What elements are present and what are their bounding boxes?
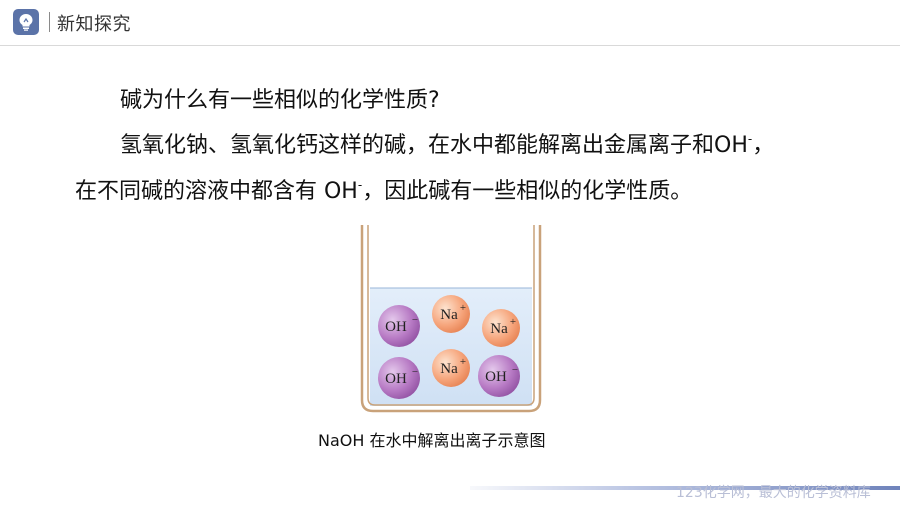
beaker-diagram: OH−Na+Na+OH−Na+OH− [360,225,542,413]
ion-label: OH [385,371,407,387]
ion-charge: + [460,302,466,314]
hydroxide-charge: - [747,132,753,146]
explanation-line-2-text: 在不同碱的溶液中都含有 OH [75,179,358,204]
watermark: 123化学网，最大的化学资料库 [676,485,871,501]
sodium-ion-sphere [432,349,470,387]
hydroxide-ion-sphere [478,355,520,397]
ion-charge: + [460,356,466,368]
figure-caption: NaOH 在水中解离出离子示意图 [318,431,546,450]
ion-charge: − [512,364,518,376]
ion-charge: + [510,316,516,328]
hydroxide-charge: - [357,178,363,192]
hydroxide-ion: OH− [378,305,420,347]
ion-label: Na [440,361,458,377]
ion-label: OH [485,369,507,385]
explanation-line-2: 在不同碱的溶液中都含有 OH-，因此碱有一些相似的化学性质。 [75,177,692,207]
beaker-wall-inner [367,225,535,406]
header-divider [0,45,900,46]
hydroxide-ion: OH− [378,357,420,399]
ion-charge: − [412,366,418,378]
explanation-line-2-end: ，因此碱有一些相似的化学性质。 [362,179,693,204]
question-text: 碱为什么有一些相似的化学性质? [120,88,440,113]
header-separator [49,12,50,32]
ion-label: Na [440,307,458,323]
sodium-ion: Na+ [432,295,470,333]
sodium-ion-sphere [482,309,520,347]
explanation-line-1-text: 氢氧化钠、氢氧化钙这样的碱，在水中都能解离出金属离子和OH [120,133,748,158]
sodium-ion: Na+ [482,309,520,347]
explanation-line-1: 氢氧化钠、氢氧化钙这样的碱，在水中都能解离出金属离子和OH-， [120,131,774,161]
beaker-wall [360,225,542,413]
lightbulb-icon [13,9,39,35]
ion-label: OH [385,319,407,335]
sodium-ion-sphere [432,295,470,333]
footer-accent-line [470,486,900,490]
ion-charge: − [412,314,418,326]
section-title: 新知探究 [57,14,131,35]
header-bar: 新知探究 [0,0,900,46]
hydroxide-ion-sphere [378,305,420,347]
explanation-line-1-end: ， [752,133,775,158]
ion-label: Na [490,321,508,337]
sodium-ion: Na+ [432,349,470,387]
hydroxide-ion: OH− [478,355,520,397]
hydroxide-ion-sphere [378,357,420,399]
